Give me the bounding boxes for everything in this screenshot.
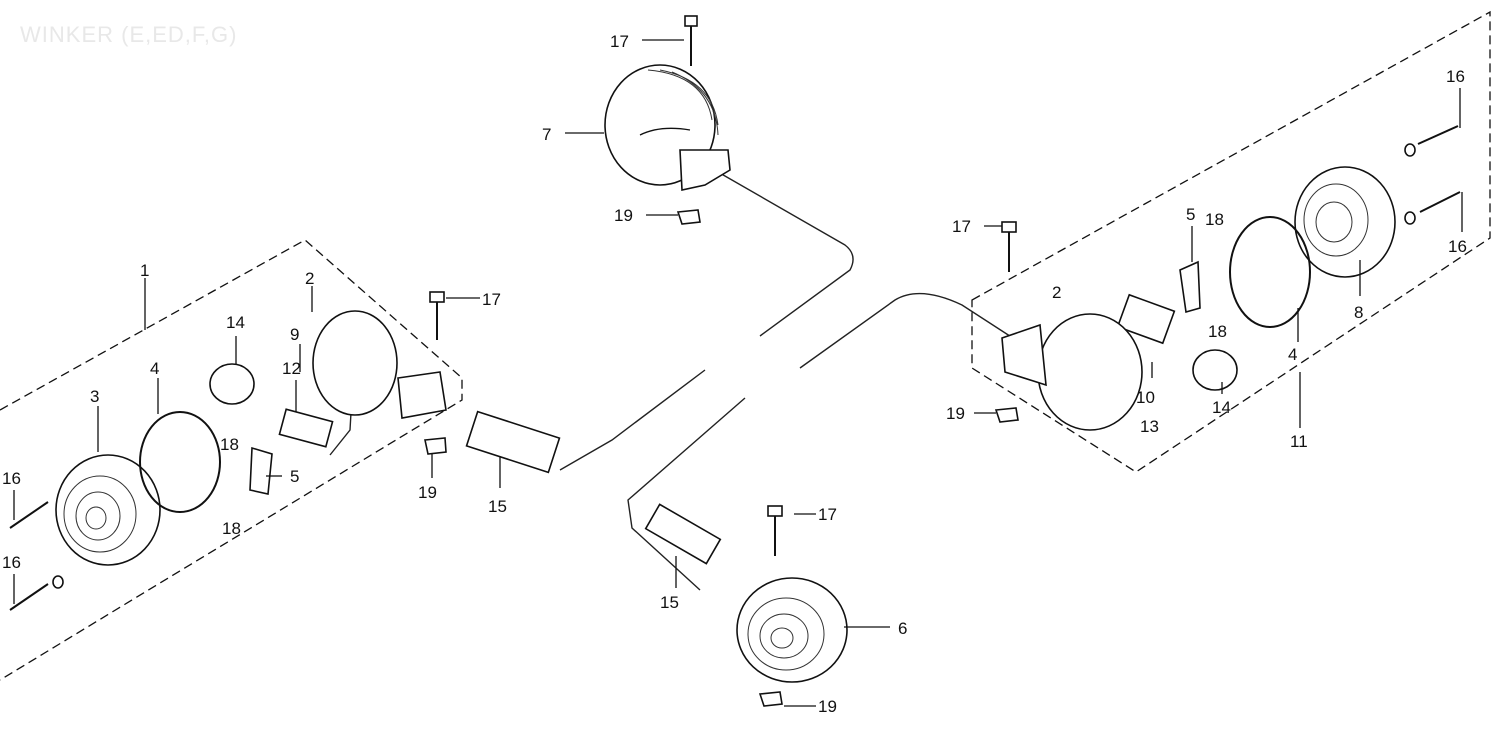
callout-17: 17 <box>952 217 971 236</box>
callout-19: 19 <box>418 483 437 502</box>
callout-2: 2 <box>305 269 314 288</box>
rear-winker-bottom <box>644 503 848 683</box>
left-assembly-box <box>0 239 463 681</box>
callout-15: 15 <box>660 593 679 612</box>
callout-18: 18 <box>222 519 241 538</box>
callout-19: 19 <box>818 697 837 716</box>
callout-5: 5 <box>1186 205 1195 224</box>
callout-18: 18 <box>1208 322 1227 341</box>
wiring-harness <box>329 171 1017 591</box>
callout-16: 16 <box>2 469 21 488</box>
callout-19: 19 <box>946 404 965 423</box>
callout-15: 15 <box>488 497 507 516</box>
right-winker-parts <box>1001 166 1396 431</box>
callout-8: 8 <box>1354 303 1363 322</box>
callout-17: 17 <box>610 32 629 51</box>
callout-16: 16 <box>1446 67 1465 86</box>
diagram-title: WINKER (E,ED,F,G) <box>20 22 238 47</box>
callout-16: 16 <box>2 553 21 572</box>
bolts-and-nuts <box>9 15 1461 707</box>
callout-3: 3 <box>90 387 99 406</box>
callout-13: 13 <box>1140 417 1159 436</box>
callout-12: 12 <box>282 359 301 378</box>
callout-1: 1 <box>140 261 149 280</box>
callout-4: 4 <box>150 359 159 378</box>
left-winker-parts <box>55 310 561 566</box>
callout-labels: 17 7 19 17 2 19 5 18 18 10 13 14 4 8 11 … <box>2 32 1467 716</box>
callout-17: 17 <box>482 290 501 309</box>
callout-18: 18 <box>1205 210 1224 229</box>
callout-7: 7 <box>542 125 551 144</box>
callout-16: 16 <box>1448 237 1467 256</box>
callout-5: 5 <box>290 467 299 486</box>
callout-17: 17 <box>818 505 837 524</box>
callout-19: 19 <box>614 206 633 225</box>
callout-9: 9 <box>290 325 299 344</box>
callout-14: 14 <box>1212 398 1231 417</box>
callout-2: 2 <box>1052 283 1061 302</box>
front-winker-top <box>604 64 731 191</box>
callout-14: 14 <box>226 313 245 332</box>
callout-11: 11 <box>1290 432 1308 451</box>
callout-18: 18 <box>220 435 239 454</box>
right-assembly-box <box>971 10 1491 473</box>
leader-lines <box>13 39 1463 707</box>
callout-6: 6 <box>898 619 907 638</box>
callout-10: 10 <box>1136 388 1155 407</box>
callout-4: 4 <box>1288 345 1297 364</box>
